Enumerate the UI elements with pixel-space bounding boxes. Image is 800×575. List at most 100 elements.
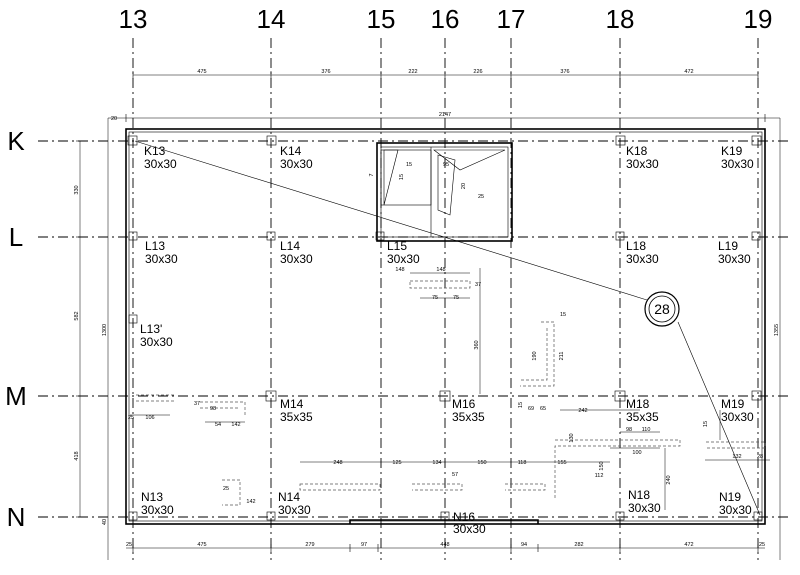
dim-misc-37b: 37 <box>475 282 481 288</box>
dim-stair-258: 25 <box>478 194 484 200</box>
dim-misc-57: 57 <box>452 472 458 478</box>
dim-bottom-6: 94 <box>521 542 527 548</box>
dim-left-5: 40 <box>102 519 108 525</box>
dim-misc-100: 100 <box>632 450 641 456</box>
dim-misc-15c: 15 <box>703 421 709 427</box>
dim-top-4: 226 <box>473 69 482 75</box>
col-size-M19: 30x30 <box>721 410 754 424</box>
dim-misc-211: 211 <box>559 352 565 361</box>
col-size-L13: 30x30 <box>145 252 178 266</box>
col-size-L13p: 30x30 <box>140 335 173 349</box>
section-callout: 28 <box>134 140 761 516</box>
col-size-N19: 30x30 <box>719 503 752 517</box>
dim-misc-110: 110 <box>642 427 651 433</box>
top-dimension-chain: 475 376 222 226 376 472 2147 <box>108 69 780 122</box>
col-label-N14: N14 <box>278 490 300 504</box>
dim-stair-200: 15 <box>399 174 405 180</box>
col-label-K19: K19 <box>721 144 743 158</box>
bottom-dimension-chain: 25 475 279 97 448 94 282 472 25 <box>126 542 765 552</box>
col-size-N13: 30x30 <box>141 503 174 517</box>
col-size-N18: 30x30 <box>628 501 661 515</box>
dim-top-3: 222 <box>408 69 417 75</box>
building-outline <box>125 128 766 525</box>
dim-stair-150: 15 <box>406 162 412 168</box>
col-label-N19: N19 <box>719 490 741 504</box>
col-size-M18: 35x35 <box>626 410 659 424</box>
axis-label-17: 17 <box>497 4 526 34</box>
col-label-L13p: L13' <box>140 322 162 336</box>
col-size-L19: 30x30 <box>718 252 751 266</box>
dim-misc-148a: 148 <box>395 267 404 273</box>
dim-misc-37: 37 <box>194 401 200 407</box>
dim-misc-248: 248 <box>333 460 342 466</box>
dim-bottom-3: 279 <box>305 542 314 548</box>
dim-misc-54: 54 <box>215 422 221 428</box>
axis-label-L: L <box>9 222 23 252</box>
right-dimension-chain: 1355 <box>774 118 781 560</box>
col-label-L15: L15 <box>387 239 407 253</box>
col-size-L14: 30x30 <box>280 252 313 266</box>
dim-stair-16: 95 <box>443 162 449 168</box>
col-size-M14: 35x35 <box>280 410 313 424</box>
dim-bottom-2: 475 <box>197 542 206 548</box>
dim-misc-25a: 25 <box>128 415 134 421</box>
col-size-N14: 30x30 <box>278 503 311 517</box>
col-label-M14: M14 <box>280 397 304 411</box>
dim-misc-69: 69 <box>528 406 534 412</box>
dim-misc-190: 190 <box>532 351 538 360</box>
col-size-L18: 30x30 <box>626 252 659 266</box>
col-label-L13: L13 <box>145 239 165 253</box>
dim-misc-15a: 15 <box>560 312 566 318</box>
dim-top-1: 475 <box>197 69 206 75</box>
dim-bottom-1: 25 <box>126 542 132 548</box>
col-size-L15: 30x30 <box>387 252 420 266</box>
axis-label-18: 18 <box>606 4 635 34</box>
left-dimension-chain: 330 582 1300 418 20 40 <box>74 116 117 560</box>
col-label-M16: M16 <box>452 397 476 411</box>
dim-bottom-4: 97 <box>361 542 367 548</box>
dim-top-5: 376 <box>560 69 569 75</box>
dim-bottom-9: 25 <box>759 542 765 548</box>
axis-label-K: K <box>7 126 25 156</box>
dim-misc-15b: 15 <box>518 402 524 408</box>
dim-misc-148b: 148 <box>436 267 445 273</box>
stair-opening: 7 15 95 15 20 25 <box>369 142 513 242</box>
axis-label-15: 15 <box>367 4 396 34</box>
col-label-L18: L18 <box>626 239 646 253</box>
col-label-M18: M18 <box>626 397 650 411</box>
dim-misc-112: 112 <box>595 473 604 479</box>
dim-misc-130: 130 <box>569 433 575 442</box>
dim-stair-230: 7 <box>369 173 375 176</box>
dim-misc-150: 150 <box>477 460 486 466</box>
axis-labels: 13 14 15 16 17 18 19 K L M N <box>5 4 772 532</box>
col-size-K14: 30x30 <box>280 157 313 171</box>
dim-top-6: 472 <box>684 69 693 75</box>
axis-label-13: 13 <box>119 4 148 34</box>
dim-left-1: 330 <box>74 185 80 194</box>
col-size-N16: 30x30 <box>453 522 486 536</box>
dim-bottom-5: 448 <box>440 542 449 548</box>
col-label-M19: M19 <box>721 397 745 411</box>
dim-misc-125: 125 <box>392 460 401 466</box>
dim-misc-242: 242 <box>578 408 587 414</box>
dim-stair-256: 20 <box>461 183 467 189</box>
col-label-N18: N18 <box>628 488 650 502</box>
bottom-wall-step <box>349 519 539 524</box>
dim-left-3: 1300 <box>102 324 108 336</box>
col-label-L14: L14 <box>280 239 300 253</box>
col-size-M16: 35x35 <box>452 410 485 424</box>
dim-left-4: 418 <box>74 451 80 460</box>
axis-label-19: 19 <box>744 4 773 34</box>
col-size-K13: 30x30 <box>144 157 177 171</box>
col-label-L19: L19 <box>718 239 738 253</box>
axis-label-N: N <box>7 502 26 532</box>
dim-misc-28: 28 <box>757 454 763 460</box>
dim-overall: 2147 <box>439 112 451 118</box>
dim-misc-150b: 150 <box>599 461 605 470</box>
dim-misc-142b: 142 <box>246 499 255 505</box>
dim-bottom-7: 282 <box>574 542 583 548</box>
dim-misc-132: 132 <box>732 454 741 460</box>
dim-bottom-8: 472 <box>684 542 693 548</box>
axis-label-14: 14 <box>257 4 286 34</box>
